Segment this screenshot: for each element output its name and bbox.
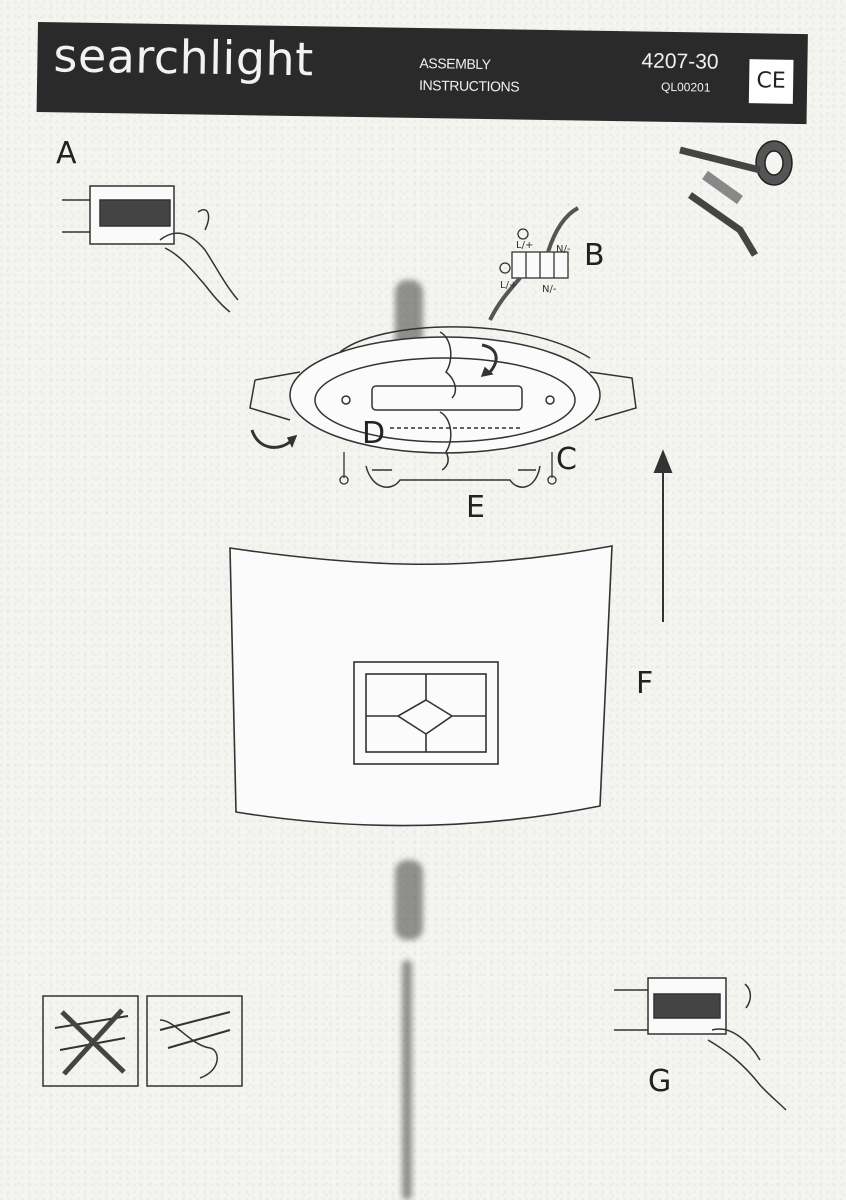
step-label-f: F [636,666,654,701]
insulation-tape-icon [679,140,793,257]
step-label-c: C [556,442,577,477]
step-label-a: A [56,136,77,171]
live-label-bottom: L/+ [500,280,518,291]
fuse-box-icon-g [614,977,787,1111]
step-label-b: B [584,238,605,273]
fuse-box-icon [62,185,239,313]
neutral-label-bottom: N/- [542,284,557,295]
bulb-handling-icon [42,995,243,1087]
lamp-shade-icon [229,545,613,827]
copy-stain [395,860,423,940]
copy-stain [402,960,412,1200]
step-label-g: G [648,1064,672,1099]
step-label-e: E [466,490,485,525]
neutral-label-top: N/- [556,244,571,255]
terminal-block-icon [488,206,580,321]
screw-icon [339,452,557,485]
up-arrow-icon [653,449,673,622]
step-label-d: D [362,416,386,451]
live-label-top: L/+ [516,240,534,251]
ceiling-base-icon [249,326,637,471]
clip-icon [365,465,541,488]
